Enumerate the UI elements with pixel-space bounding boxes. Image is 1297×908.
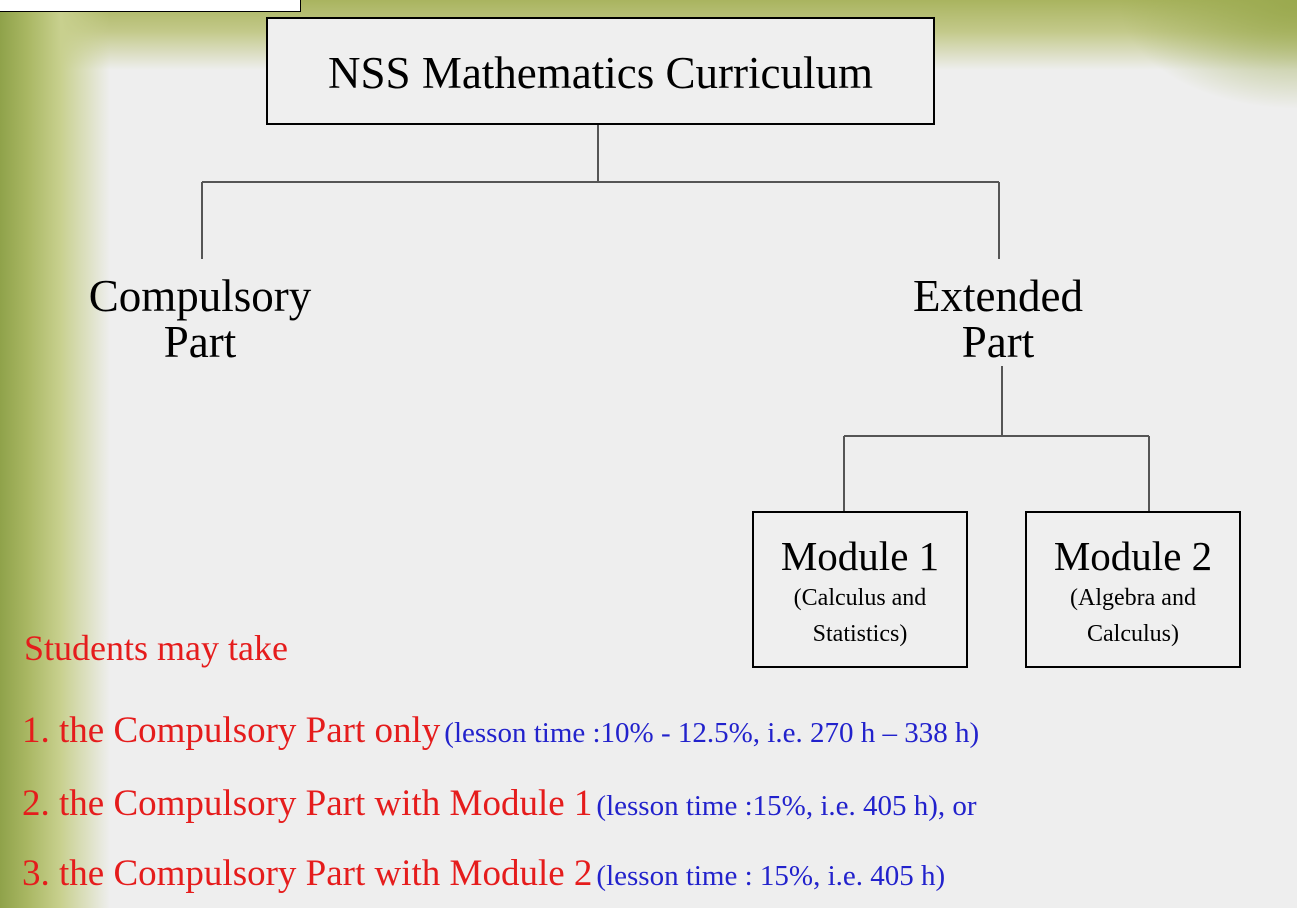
- compulsory-label-line1: Compulsory: [88, 271, 312, 321]
- option-2: 2. the Compulsory Part with Module 1 (le…: [22, 782, 977, 825]
- option-1: 1. the Compulsory Part only (lesson time…: [22, 709, 979, 752]
- option-3-text: 3. the Compulsory Part with Module 2: [22, 853, 593, 894]
- corner-frame: [0, 0, 301, 12]
- root-title: NSS Mathematics Curriculum: [328, 48, 873, 98]
- compulsory-part-node: Compulsory Part: [60, 273, 340, 365]
- option-3: 3. the Compulsory Part with Module 2 (le…: [22, 852, 945, 895]
- module-1-subtitle-line1: (Calculus and: [793, 585, 927, 611]
- module-2-subtitle-line1: (Algebra and: [1070, 585, 1196, 611]
- option-3-note: (lesson time : 15%, i.e. 405 h): [596, 860, 946, 892]
- option-2-text: 2. the Compulsory Part with Module 1: [22, 783, 593, 824]
- compulsory-label-line2: Part: [163, 317, 237, 367]
- module-1-subtitle-line2: Statistics): [812, 621, 908, 647]
- grass-border-right: [1117, 0, 1297, 110]
- extended-label-line2: Part: [961, 317, 1035, 367]
- option-1-note: (lesson time :10% - 12.5%, i.e. 270 h – …: [444, 717, 980, 749]
- option-2-note: (lesson time :15%, i.e. 405 h), or: [596, 790, 977, 822]
- extended-label-line1: Extended: [913, 271, 1083, 321]
- module-1-title: Module 1: [780, 533, 940, 579]
- module-1-node: Module 1 (Calculus and Statistics): [752, 511, 968, 668]
- module-2-title: Module 2: [1053, 533, 1213, 579]
- module-2-subtitle-line2: Calculus): [1087, 621, 1179, 647]
- root-node: NSS Mathematics Curriculum: [266, 17, 935, 125]
- module-2-node: Module 2 (Algebra and Calculus): [1025, 511, 1241, 668]
- options-intro: Students may take: [24, 628, 288, 668]
- option-1-text: 1. the Compulsory Part only: [22, 710, 441, 751]
- grass-border-left: [0, 0, 110, 908]
- extended-part-node: Extended Part: [858, 273, 1138, 365]
